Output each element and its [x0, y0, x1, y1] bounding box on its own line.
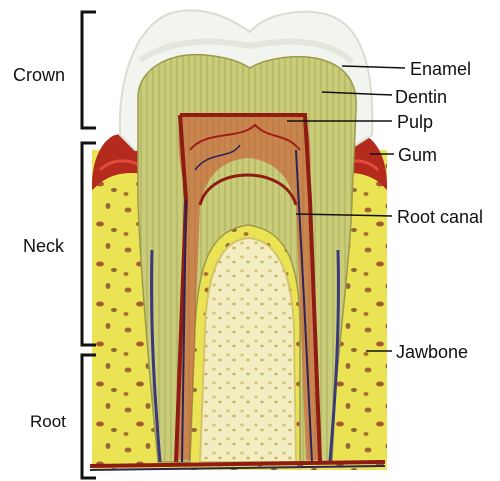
enamel-label: Enamel	[410, 60, 471, 78]
root-canal-label: Root canal	[397, 208, 483, 226]
neck-label: Neck	[23, 237, 64, 255]
root-label: Root	[30, 413, 66, 430]
jawbone-label: Jawbone	[396, 343, 468, 361]
pulp-label: Pulp	[397, 113, 433, 131]
crown-label: Crown	[13, 66, 65, 84]
interradicular-bone	[200, 238, 296, 462]
crown-bracket	[82, 12, 96, 128]
dentin-label: Dentin	[395, 88, 447, 106]
gum-label: Gum	[398, 146, 437, 164]
